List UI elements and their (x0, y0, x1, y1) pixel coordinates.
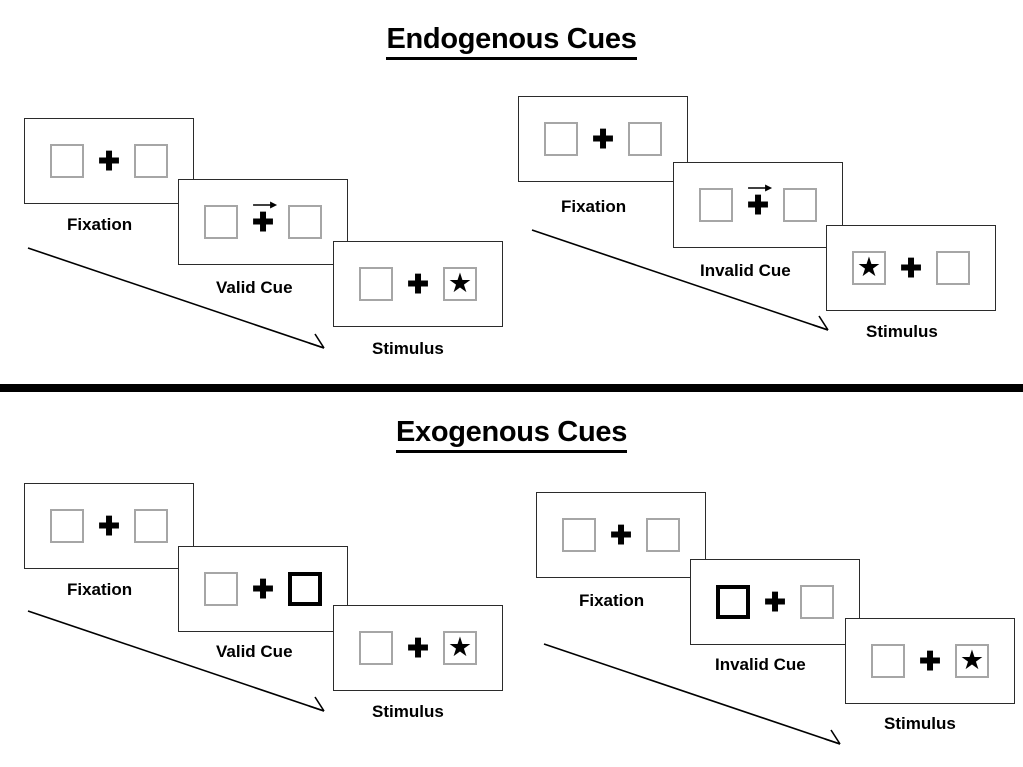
fixation-cross-icon: ✚ (764, 587, 786, 617)
target-box-left: ★ (699, 188, 733, 222)
section-title-exogenous-text: Exogenous Cues (395, 416, 627, 453)
target-box-right: ★ (443, 631, 477, 665)
panel-label-invalid-cue: Invalid Cue (715, 655, 806, 674)
target-star-icon: ★ (447, 267, 473, 298)
section-divider (0, 384, 1023, 392)
target-box-left: ★ (50, 509, 84, 543)
panel-endogenous-valid-stimulus: ★ ✚ ★ (333, 241, 503, 327)
target-box-right: ★ (443, 267, 477, 301)
panel-endogenous-valid-cue: ★ ✚ ★ (178, 179, 348, 265)
panel-label-fixation: Fixation (561, 197, 627, 216)
target-star-icon: ★ (959, 644, 985, 675)
fixation-cross-icon: ✚ (252, 574, 274, 604)
panel-label-stimulus: Stimulus (866, 322, 938, 341)
fixation-center: ✚ (592, 120, 614, 158)
panel-endogenous-invalid-stimulus: ★ ✚ ★ (826, 225, 996, 311)
panel-endogenous-valid-fixation: ★ ✚ ★ (24, 118, 194, 204)
panel-exogenous-valid-cue: ★ ✚ ★ (178, 546, 348, 632)
target-box-right: ★ (628, 122, 662, 156)
panel-label-fixation: Fixation (67, 580, 133, 599)
panel-label-fixation: Fixation (579, 591, 645, 610)
target-box-left: ★ (204, 205, 238, 239)
cue-arrow-right-icon (748, 184, 773, 192)
panel-exogenous-invalid-fixation: ★ ✚ ★ (536, 492, 706, 578)
panel-label-stimulus: Stimulus (372, 339, 444, 358)
target-box-left: ★ (544, 122, 578, 156)
cue-arrow-right-icon (253, 201, 278, 209)
fixation-cross-icon: ✚ (747, 190, 769, 220)
target-box-right: ★ (783, 188, 817, 222)
fixation-center: ✚ (900, 249, 922, 287)
panel-endogenous-invalid-cue: ★ ✚ ★ (673, 162, 843, 248)
panel-label-valid-cue: Valid Cue (216, 278, 293, 297)
fixation-cross-icon: ✚ (610, 520, 632, 550)
endogenous-valid-time-arrow (27, 247, 325, 349)
target-box-left: ★ (852, 251, 886, 285)
fixation-cross-icon: ✚ (252, 207, 274, 237)
panel-label-stimulus: Stimulus (372, 702, 444, 721)
section-title-endogenous-text: Endogenous Cues (386, 23, 637, 60)
fixation-center: ✚ (407, 265, 429, 303)
target-box-left: ★ (50, 144, 84, 178)
fixation-center: ✚ (98, 142, 120, 180)
fixation-cross-icon: ✚ (592, 124, 614, 154)
fixation-center: ✚ (764, 583, 786, 621)
fixation-center: ✚ (747, 184, 773, 224)
panel-endogenous-invalid-fixation: ★ ✚ ★ (518, 96, 688, 182)
panel-exogenous-invalid-stimulus: ★ ✚ ★ (845, 618, 1015, 704)
endogenous-invalid-time-arrow (531, 229, 829, 331)
panel-exogenous-invalid-cue: ★ ✚ ★ (690, 559, 860, 645)
target-box-right: ★ (288, 205, 322, 239)
target-box-left: ★ (562, 518, 596, 552)
exogenous-valid-time-arrow (27, 610, 325, 712)
section-title-exogenous: Exogenous Cues (0, 416, 1023, 453)
target-star-icon: ★ (856, 251, 882, 282)
target-star-icon: ★ (447, 631, 473, 662)
fixation-cross-icon: ✚ (900, 253, 922, 283)
target-box-right: ★ (646, 518, 680, 552)
fixation-cross-icon: ✚ (407, 633, 429, 663)
target-box-left: ★ (871, 644, 905, 678)
panel-label-fixation: Fixation (67, 215, 133, 234)
panel-label-invalid-cue: Invalid Cue (700, 261, 791, 280)
fixation-cross-icon: ✚ (98, 146, 120, 176)
target-box-left: ★ (204, 572, 238, 606)
target-box-right: ★ (936, 251, 970, 285)
target-box-right: ★ (800, 585, 834, 619)
fixation-center: ✚ (252, 570, 274, 608)
exogenous-invalid-time-arrow (543, 643, 841, 745)
panel-label-stimulus: Stimulus (884, 714, 956, 733)
fixation-center: ✚ (919, 642, 941, 680)
target-box-left: ★ (359, 631, 393, 665)
target-box-right: ★ (134, 509, 168, 543)
panel-exogenous-valid-fixation: ★ ✚ ★ (24, 483, 194, 569)
target-box-right: ★ (134, 144, 168, 178)
fixation-cross-icon: ✚ (919, 646, 941, 676)
target-box-left-cued: ★ (716, 585, 750, 619)
target-box-left: ★ (359, 267, 393, 301)
fixation-center: ✚ (610, 516, 632, 554)
fixation-center: ✚ (407, 629, 429, 667)
fixation-center: ✚ (252, 201, 278, 241)
target-box-right: ★ (955, 644, 989, 678)
panel-label-valid-cue: Valid Cue (216, 642, 293, 661)
panel-exogenous-valid-stimulus: ★ ✚ ★ (333, 605, 503, 691)
fixation-cross-icon: ✚ (98, 511, 120, 541)
section-title-endogenous: Endogenous Cues (0, 23, 1023, 60)
target-box-right-cued: ★ (288, 572, 322, 606)
fixation-cross-icon: ✚ (407, 269, 429, 299)
fixation-center: ✚ (98, 507, 120, 545)
